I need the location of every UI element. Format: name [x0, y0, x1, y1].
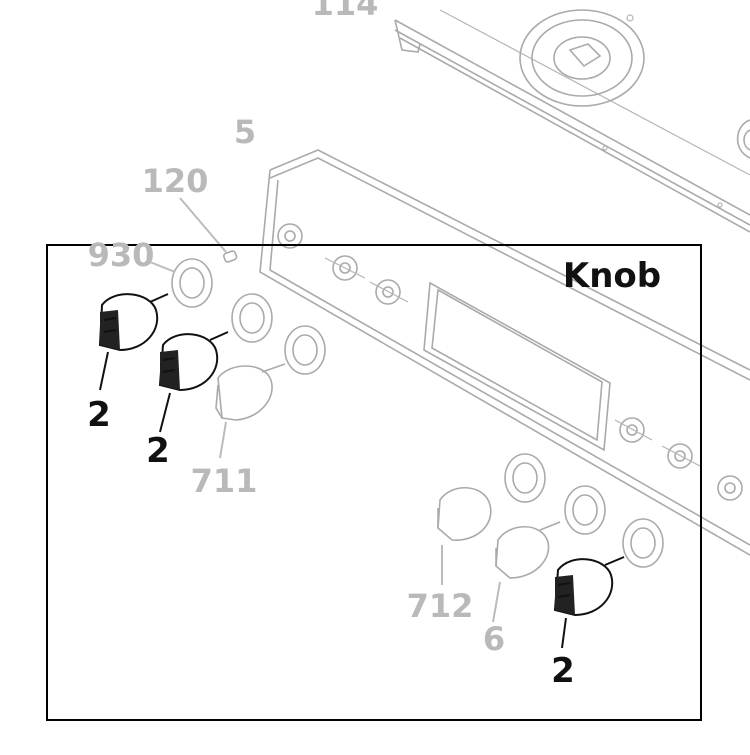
- knob-2-upper: [98, 293, 169, 391]
- control-panel: [259, 149, 750, 556]
- knob-712: [437, 486, 492, 585]
- cooktop-panel: [394, 9, 750, 233]
- knob-2-lower: [553, 556, 625, 649]
- bezel-rings: [149, 258, 664, 568]
- callout-120: 120: [142, 162, 209, 200]
- callout-114: 114: [312, 0, 379, 23]
- knob-2-middle: [158, 331, 229, 433]
- callout-6: 6: [483, 620, 505, 658]
- knob-711: [215, 363, 286, 459]
- callout-2-middle: 2: [146, 431, 170, 471]
- callout-711: 711: [191, 462, 258, 500]
- callout-712: 712: [407, 587, 474, 625]
- callout-2-lower: 2: [551, 651, 575, 691]
- callout-930: 930: [88, 236, 155, 274]
- callout-5: 5: [234, 113, 256, 151]
- callout-2-upper: 2: [87, 395, 111, 435]
- knob-6: [492, 521, 561, 623]
- screw-120: [179, 197, 238, 263]
- frame-title: Knob: [563, 256, 661, 296]
- highlight-frame: [46, 244, 702, 721]
